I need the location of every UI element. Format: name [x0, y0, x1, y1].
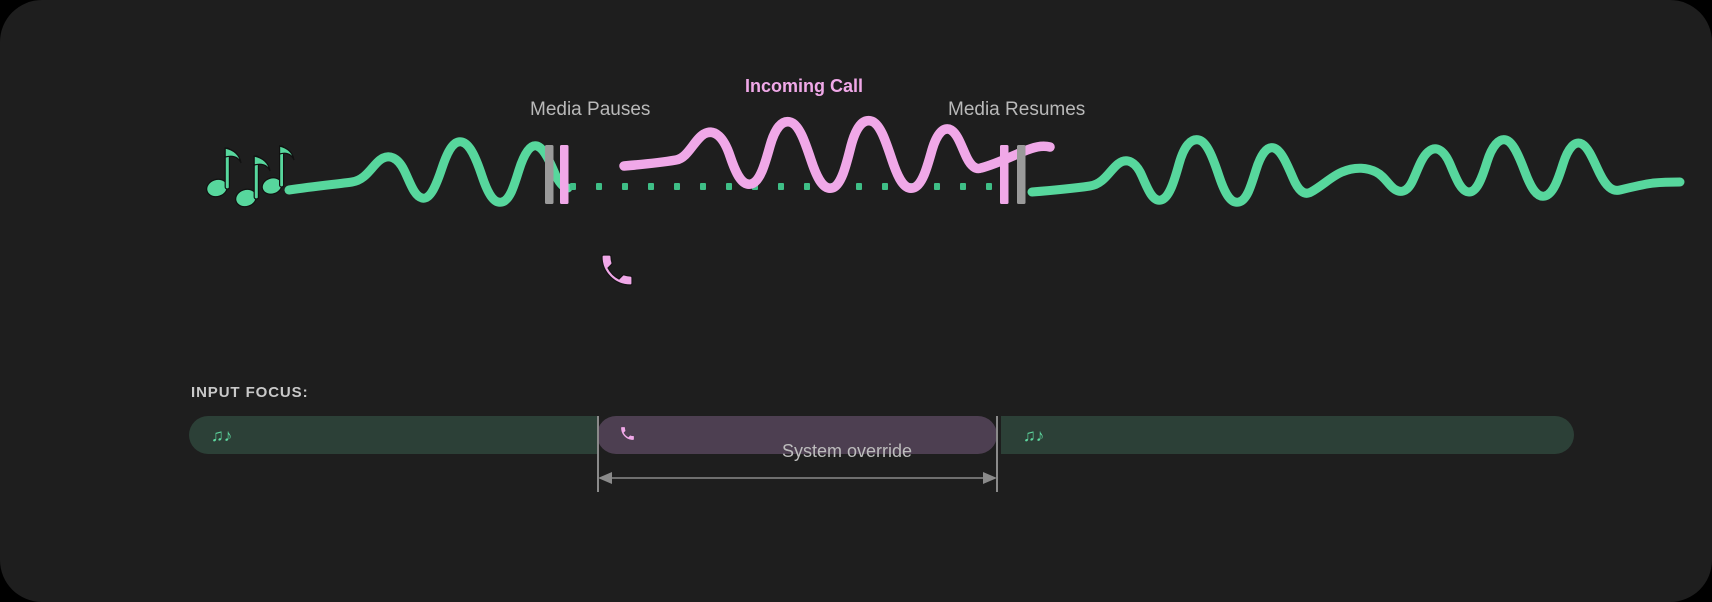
music-notes-icon: [206, 145, 295, 208]
label-media-pauses: Media Pauses: [530, 99, 651, 120]
resume-marker: [1000, 145, 1026, 204]
input-focus-title: INPUT FOCUS:: [191, 384, 309, 401]
timeline-graphic: [206, 115, 1685, 208]
pause-marker: [545, 145, 569, 204]
focus-bar-media-before[interactable]: ♫♪: [189, 416, 597, 454]
call-waveform: [619, 115, 1055, 193]
label-incoming-call: Incoming Call: [745, 76, 864, 96]
phone-handset-icon: [601, 254, 633, 286]
focus-bar-media-after[interactable]: ♫♪: [1001, 416, 1574, 454]
media-waveform-before: [284, 137, 573, 207]
paused-media-dotted-line: [570, 183, 992, 190]
media-waveform-after: [1027, 135, 1685, 207]
music-notes-icon: ♫♪: [211, 425, 233, 445]
system-override-measure: [597, 416, 998, 492]
phone-handset-icon: [619, 425, 636, 446]
audio-timeline: Media Pauses Incoming Call Media Resumes: [206, 76, 1685, 286]
input-focus-section: INPUT FOCUS: ♫♪ ♫♪ System override: [0, 330, 1712, 602]
focus-bar-call[interactable]: [597, 416, 997, 454]
label-media-resumes: Media Resumes: [948, 99, 1086, 120]
music-notes-icon: ♫♪: [1023, 425, 1045, 445]
